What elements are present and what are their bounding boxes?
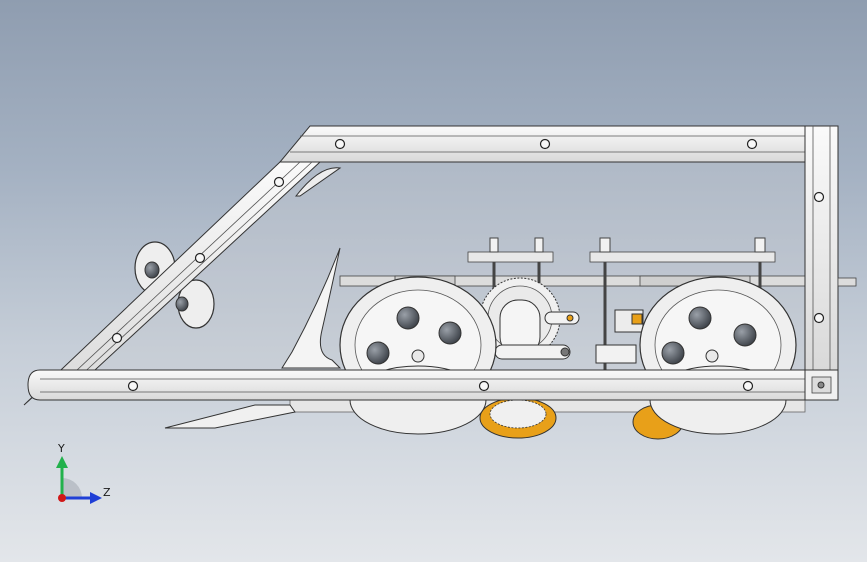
motor-front: [479, 397, 557, 439]
triad-z-label: Z: [103, 486, 111, 499]
top-rail: [278, 125, 806, 163]
wheel-front: [339, 276, 497, 435]
wheel-rear: [639, 276, 797, 435]
bottom-rail: [27, 369, 806, 401]
drive-gear: [479, 277, 580, 360]
front-blade: [281, 247, 342, 369]
plate-extension: [837, 277, 857, 287]
triad-icon[interactable]: Y Z: [56, 442, 111, 504]
front-roller-lower: [175, 279, 215, 329]
top-roller: [294, 167, 342, 197]
rear-rail: [804, 125, 839, 401]
triad-y-label: Y: [57, 442, 65, 455]
motor-mount: [595, 309, 644, 364]
